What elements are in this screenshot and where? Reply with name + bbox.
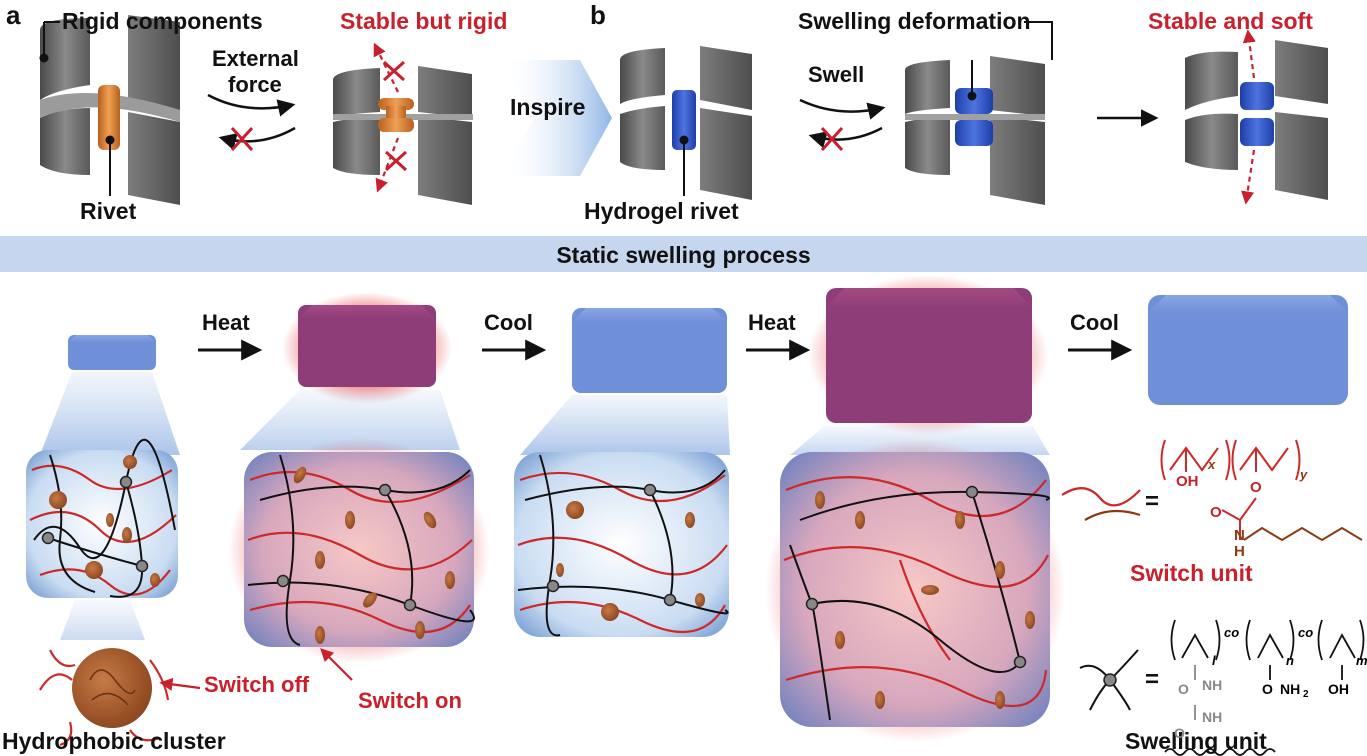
chem-o-a: O: [1178, 681, 1189, 697]
reverse-arrow: [218, 126, 296, 151]
cross-mark-4: [820, 126, 844, 152]
hydrophobic-cluster-zoom: [39, 648, 170, 747]
swell-arrow: [799, 98, 886, 120]
chem-o-b: O: [1174, 725, 1185, 741]
network-box-2: [228, 438, 490, 663]
external-force-label-1: External: [212, 46, 299, 71]
chem-x: x: [1208, 457, 1216, 472]
network-box-1: [26, 438, 178, 598]
chem-oh: OH: [1176, 473, 1199, 490]
hydrogel-cube-3: [572, 308, 727, 393]
switch-equals: =: [1145, 488, 1160, 515]
panel-label-b: b: [590, 0, 606, 30]
chem-co-2: co: [1298, 625, 1314, 640]
network-box-3: [514, 452, 729, 637]
swell-label: Swell: [808, 62, 865, 87]
chem-n: N: [1234, 527, 1245, 544]
rigid-components-label: Rigid components: [62, 8, 263, 34]
step-heat-2: Heat: [748, 310, 796, 335]
chem-co-1: co: [1224, 625, 1240, 640]
network-box-4: [765, 438, 1065, 743]
switch-unit-legend: [1061, 439, 1363, 542]
switch-off-label: Switch off: [204, 672, 310, 697]
hydrogel-cube-4-heated: [826, 288, 1032, 423]
zoom-cone-1: [40, 372, 180, 455]
hydrogel-cube-2-heated: [298, 305, 436, 387]
chem-nh-a: NH: [1202, 677, 1223, 693]
chem-o2: O: [1210, 504, 1222, 521]
zoom-cone-3: [520, 395, 730, 455]
rigid-component-4: [905, 56, 1045, 205]
rivet-label: Rivet: [80, 198, 137, 224]
chem-n-sub: n: [1286, 653, 1294, 668]
switch-on-label: Switch on: [358, 688, 462, 713]
swelling-unit-label: Swelling unit: [1125, 728, 1267, 754]
process-banner: [0, 236, 1367, 272]
zoom-cone-2: [240, 390, 460, 450]
inspire-arrow: [502, 60, 612, 176]
rigid-component-2: [333, 66, 473, 205]
chem-o: O: [1250, 479, 1262, 496]
swelling-equals: =: [1145, 666, 1160, 693]
hydrogel-rivet-label: Hydrogel rivet: [584, 198, 739, 224]
cross-mark-3: [384, 150, 408, 172]
step-heat-1: Heat: [202, 310, 250, 335]
rigid-component-5: [1185, 40, 1328, 200]
process-banner-title: Static swelling process: [556, 242, 811, 268]
chem-oh-b: OH: [1328, 681, 1349, 697]
external-force-label-2: force: [228, 72, 282, 97]
inspire-label: Inspire: [510, 94, 586, 120]
chem-nh2: NH: [1280, 681, 1301, 697]
rivet-shape: [98, 85, 120, 150]
hydrogel-cube-1: [68, 335, 156, 370]
external-force-arrow: [207, 93, 296, 117]
swelling-unit-legend: [1079, 619, 1365, 756]
switch-off-arrow: [159, 677, 201, 691]
hydrogel-cube-5: [1148, 295, 1348, 405]
chem-h: H: [1234, 543, 1245, 560]
cross-mark-1: [230, 126, 254, 152]
hydrophobic-cluster-label: Hydrophobic cluster: [2, 728, 226, 754]
panel-label-a: a: [6, 0, 21, 30]
chem-nh-b: NH: [1202, 709, 1223, 725]
step-cool-1: Cool: [484, 310, 533, 335]
switch-unit-label: Switch unit: [1130, 560, 1253, 586]
chem-sub-2: 2: [1303, 689, 1309, 700]
swelling-deformation-label: Swelling deformation: [798, 8, 1031, 34]
rigid-component-3: [620, 46, 752, 200]
step-cool-2: Cool: [1070, 310, 1119, 335]
switch-on-arrow: [320, 648, 353, 681]
chem-l: l: [1212, 653, 1216, 668]
stable-and-soft-label: Stable and soft: [1148, 8, 1313, 34]
chem-o-c: O: [1262, 681, 1273, 697]
chem-y: y: [1300, 467, 1308, 482]
hydrogel-rivet-shape: [672, 90, 696, 150]
stable-but-rigid-label: Stable but rigid: [340, 8, 508, 34]
rigid-component-1: [40, 15, 180, 205]
chem-m: m: [1356, 653, 1367, 668]
cross-mark-2: [382, 60, 406, 82]
